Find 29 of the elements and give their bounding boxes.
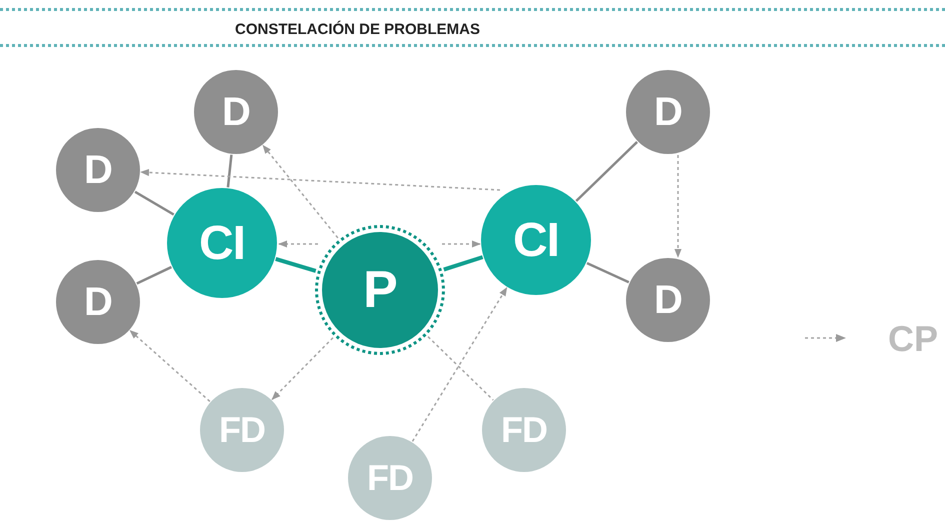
circle-node: FD [200, 388, 284, 472]
circle-node: D [626, 70, 710, 154]
circle-node: P [322, 232, 438, 348]
dashed-arrow [674, 155, 682, 258]
dashed-arrow [278, 240, 318, 248]
connector-line [226, 154, 233, 188]
circle-node: D [194, 70, 278, 154]
connector-line [443, 255, 484, 272]
circle-node: D [626, 258, 710, 342]
connector-line [586, 262, 630, 284]
dashed-arrow [272, 337, 334, 400]
dashed-arrow [442, 240, 481, 248]
circle-node: D [56, 128, 140, 212]
connector-line [428, 336, 494, 401]
dashed-arrow [262, 144, 338, 238]
dashed-arrow [140, 168, 500, 191]
connector-line [275, 257, 316, 273]
circle-node: D [56, 260, 140, 344]
dashed-arrow [129, 330, 210, 402]
legend-label: CP [888, 318, 938, 360]
connector-line [136, 266, 172, 285]
circle-node: CI [167, 188, 277, 298]
dashed-arrow [412, 286, 508, 442]
title: CONSTELACIÓN DE PROBLEMAS [235, 21, 480, 38]
connector-line [134, 190, 174, 216]
connector-line [575, 141, 638, 202]
circle-node: FD [348, 436, 432, 520]
circle-node: CI [481, 185, 591, 295]
circle-node: FD [482, 388, 566, 472]
